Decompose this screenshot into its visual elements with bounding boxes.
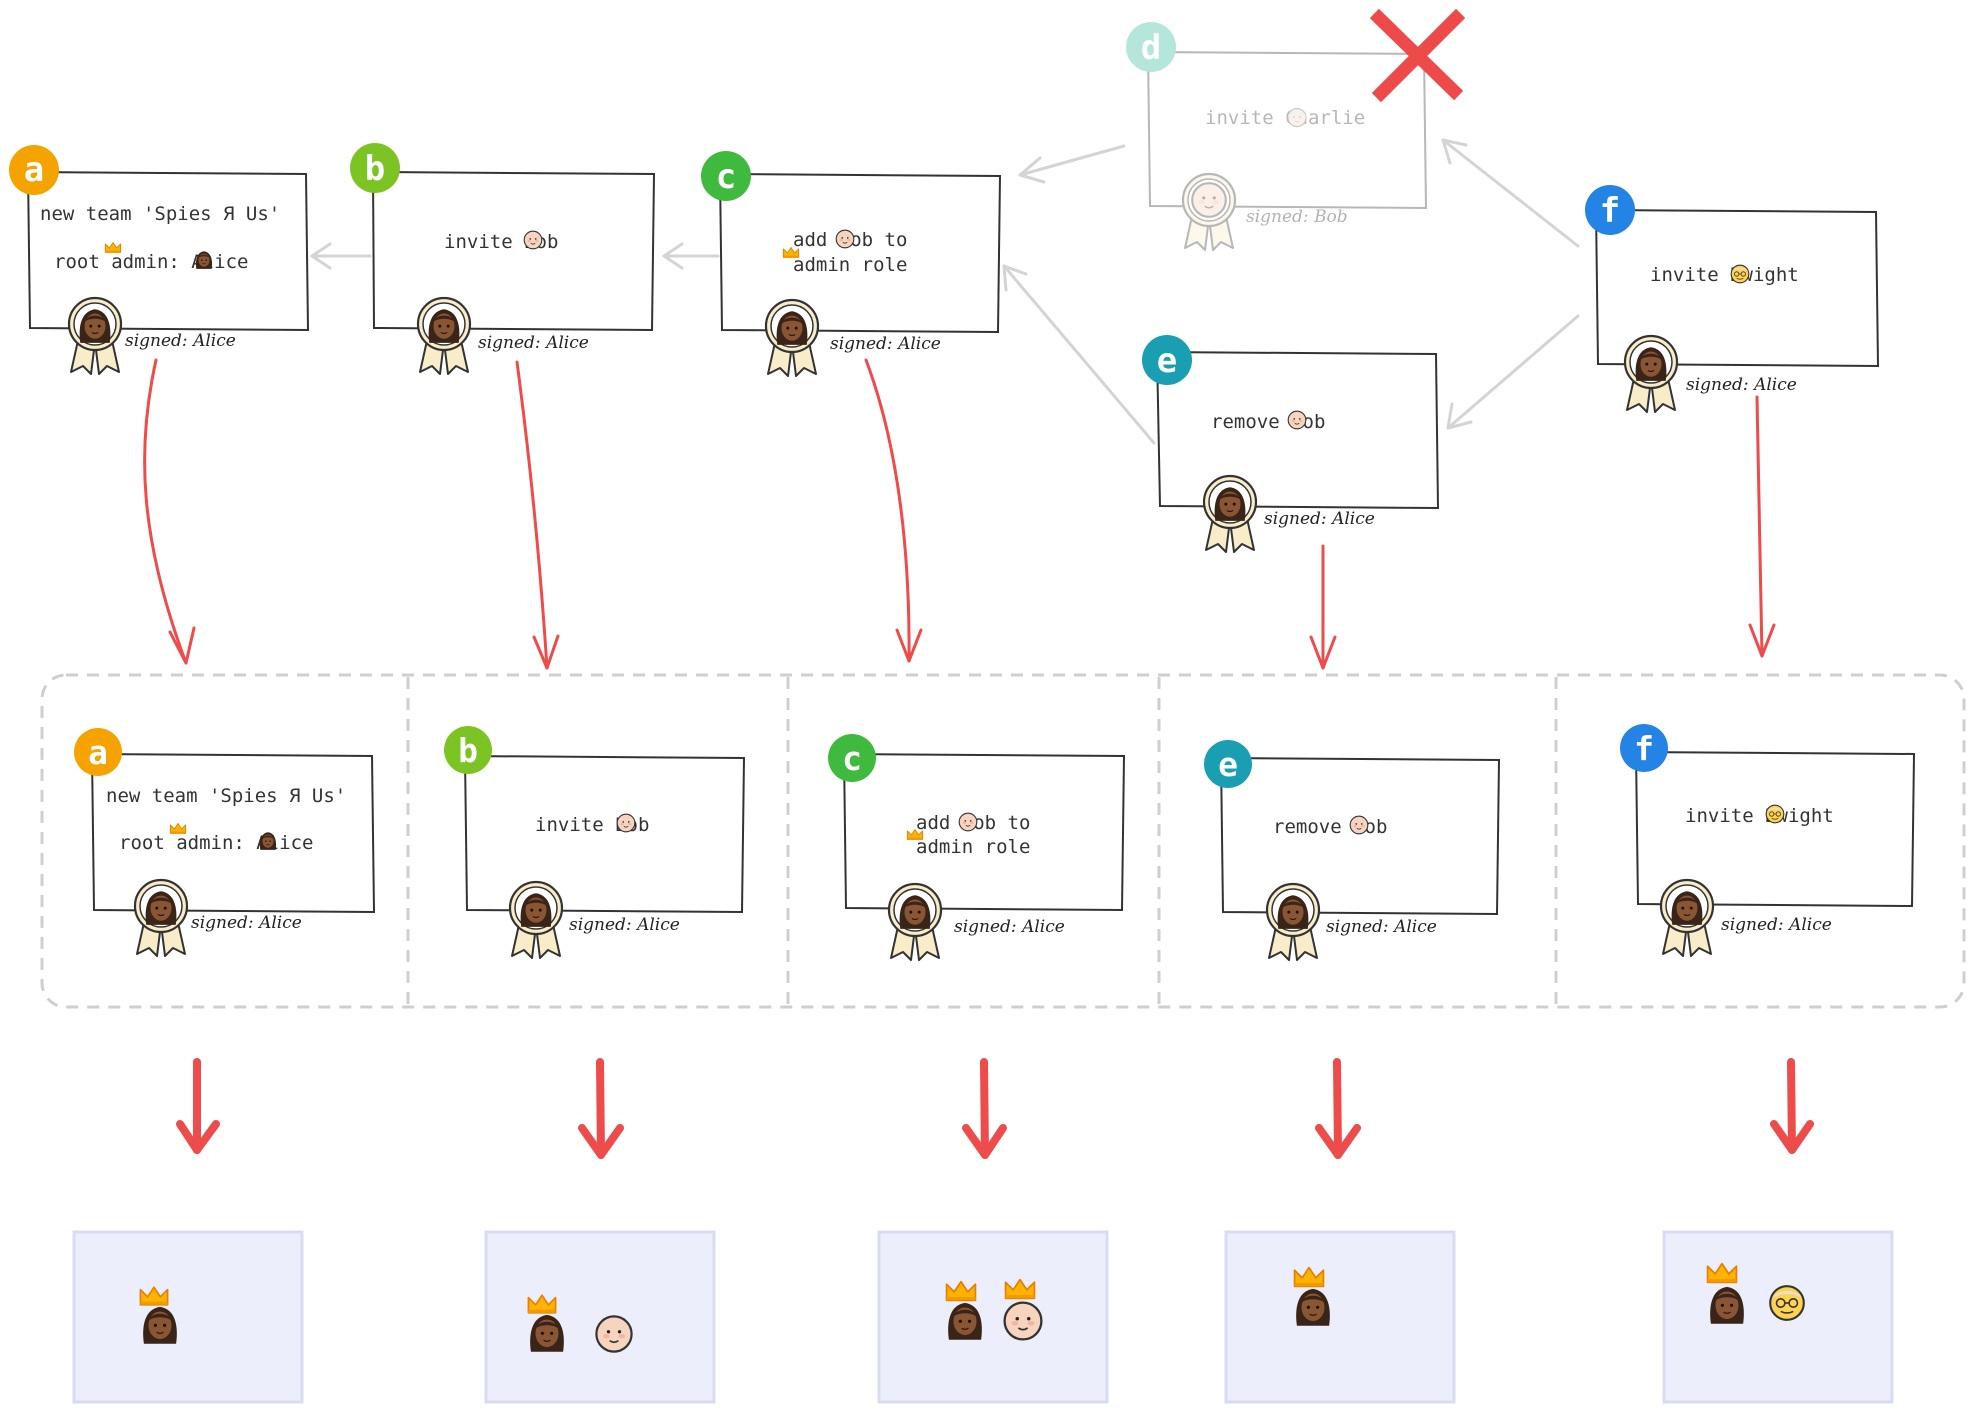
dwight-face-icon bbox=[1765, 804, 1785, 824]
seq-b-badge bbox=[444, 726, 492, 774]
block-a-line1: new team 'Spies Я Us' bbox=[40, 203, 280, 225]
block-e-line1: remove Bob bbox=[1211, 411, 1325, 433]
dag-edges bbox=[310, 138, 1580, 445]
block-f-line1: invite Dwight bbox=[1650, 264, 1799, 286]
block-c-signature: signed: Alice bbox=[830, 334, 941, 354]
block-e-signature: signed: Alice bbox=[1264, 509, 1375, 529]
bob-face-icon bbox=[1191, 182, 1227, 218]
order-arrow-a bbox=[143, 358, 196, 665]
team-state-5 bbox=[1662, 1230, 1894, 1404]
team-state-1 bbox=[72, 1230, 304, 1404]
reduce-arrow-2 bbox=[578, 1058, 624, 1159]
seq-a-badge bbox=[74, 728, 122, 776]
edge-c-to-b bbox=[662, 242, 720, 270]
block-d-badge bbox=[1126, 22, 1176, 72]
seq-a-badge-label: a bbox=[88, 733, 108, 772]
block-e[interactable]: remove Bob signed: Alice e bbox=[1142, 335, 1440, 554]
block-e-badge-label: e bbox=[1157, 341, 1177, 381]
seq-block-b[interactable]: invite Bob signed: Alice b bbox=[444, 726, 746, 960]
block-a-badge bbox=[9, 145, 59, 195]
ordering-arrows bbox=[143, 358, 1776, 670]
order-arrow-f bbox=[1748, 395, 1776, 658]
seq-f-badge-label: f bbox=[1634, 729, 1654, 768]
bob-face-icon bbox=[835, 229, 855, 249]
edge-f-to-e bbox=[1446, 314, 1580, 430]
block-f-signature: signed: Alice bbox=[1686, 375, 1797, 395]
seq-c-badge bbox=[828, 734, 876, 782]
reduce-arrow-3 bbox=[962, 1058, 1007, 1159]
team-state-3 bbox=[877, 1230, 1109, 1404]
bob-face-icon bbox=[958, 812, 978, 832]
edge-e-to-c bbox=[1002, 264, 1156, 445]
block-b-badge-label: b bbox=[365, 149, 385, 189]
block-a-badge-label: a bbox=[24, 150, 44, 190]
seq-e-badge-label: e bbox=[1218, 745, 1238, 784]
block-a[interactable]: new team 'Spies Я Us' root admin: Alice … bbox=[9, 145, 310, 376]
seq-block-a[interactable]: new team 'Spies Я Us' root admin: Alice … bbox=[74, 728, 376, 958]
reduce-arrow-5 bbox=[1770, 1058, 1814, 1154]
block-d-badge-label: d bbox=[1141, 28, 1161, 68]
block-d-signature: signed: Bob bbox=[1246, 207, 1348, 227]
block-c-badge bbox=[701, 151, 751, 201]
seq-c-line2: admin role bbox=[916, 836, 1030, 858]
seq-b-signature: signed: Alice bbox=[569, 915, 680, 935]
seq-e-signature: signed: Alice bbox=[1326, 917, 1437, 937]
block-d[interactable]: invite Charlie signed: Bob d bbox=[1126, 22, 1428, 252]
seq-block-c[interactable]: add Bob to admin role signed: Alice c bbox=[828, 734, 1126, 962]
reduce-arrows bbox=[176, 1058, 1814, 1159]
edge-f-to-d bbox=[1441, 138, 1580, 248]
seq-block-f[interactable]: invite Dwight signed: Alice f bbox=[1620, 724, 1916, 958]
team-state-4 bbox=[1224, 1230, 1456, 1404]
linearized-sequence bbox=[40, 673, 1966, 1009]
order-arrow-c bbox=[864, 358, 923, 663]
block-b[interactable]: invite Bob signed: Alice b bbox=[350, 143, 656, 376]
bob-face-icon bbox=[1287, 410, 1307, 430]
seq-f-signature: signed: Alice bbox=[1721, 915, 1832, 935]
bob-face-icon bbox=[523, 230, 543, 250]
dwight-face-icon bbox=[1730, 264, 1750, 284]
bob-face-icon bbox=[1349, 815, 1369, 835]
edge-d-to-c bbox=[1018, 144, 1126, 184]
reduce-arrow-1 bbox=[176, 1058, 220, 1154]
block-e-badge bbox=[1142, 335, 1192, 385]
bob-face-icon bbox=[595, 1315, 633, 1353]
bob-face-icon bbox=[1003, 1301, 1043, 1341]
team-state-2 bbox=[484, 1230, 716, 1404]
reject-x-icon bbox=[1369, 8, 1466, 103]
seq-b-badge-label: b bbox=[458, 731, 478, 770]
block-f-badge-label: f bbox=[1600, 191, 1620, 231]
seq-e-badge bbox=[1204, 740, 1252, 788]
seq-f-badge bbox=[1620, 724, 1668, 772]
charlie-face-icon bbox=[1287, 107, 1307, 128]
block-f[interactable]: invite Dwight signed: Alice f bbox=[1585, 185, 1880, 414]
seq-c-signature: signed: Alice bbox=[954, 917, 1065, 937]
block-b-badge bbox=[350, 143, 400, 193]
bob-face-icon bbox=[616, 813, 636, 833]
seq-a-line1: new team 'Spies Я Us' bbox=[106, 785, 346, 807]
block-a-signature: signed: Alice bbox=[125, 331, 236, 351]
seq-a-signature: signed: Alice bbox=[191, 913, 302, 933]
seq-a-line2: root admin: Alice bbox=[119, 832, 313, 854]
block-c[interactable]: add Bob to admin role signed: Alice c bbox=[701, 151, 1002, 378]
seq-block-e[interactable]: remove Bob signed: Alice e bbox=[1204, 740, 1501, 962]
seq-c-badge-label: c bbox=[842, 739, 862, 778]
edge-b-to-a bbox=[310, 242, 372, 270]
reduce-arrow-4 bbox=[1315, 1058, 1361, 1159]
block-b-signature: signed: Alice bbox=[478, 333, 589, 353]
block-d-line1: invite Charlie bbox=[1205, 107, 1365, 129]
block-f-badge bbox=[1585, 185, 1635, 235]
block-c-line2: admin role bbox=[793, 254, 907, 276]
order-arrow-e bbox=[1309, 544, 1337, 670]
block-a-line2: root admin: Alice bbox=[54, 251, 248, 273]
seq-e-line1: remove Bob bbox=[1273, 816, 1387, 838]
block-c-badge-label: c bbox=[716, 157, 736, 197]
dwight-face-icon bbox=[1769, 1285, 1805, 1321]
order-arrow-b bbox=[515, 360, 560, 670]
seq-f-line1: invite Dwight bbox=[1685, 805, 1834, 827]
